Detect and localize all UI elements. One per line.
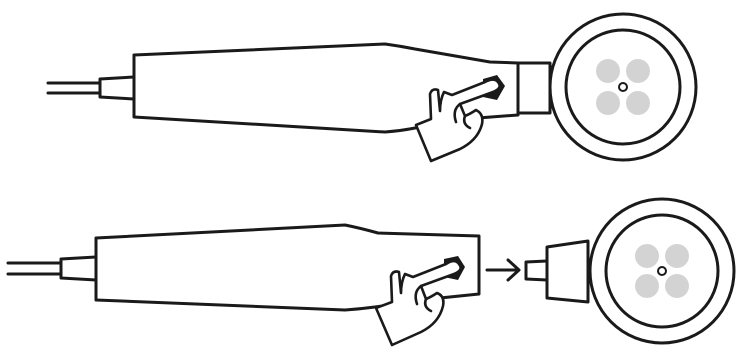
round-head-step-1: [548, 12, 698, 162]
connector-neck-step-1: [516, 61, 552, 115]
cable-step-1: [46, 75, 136, 101]
device-body-step-1: [132, 42, 520, 134]
detached-connector: [524, 239, 590, 304]
step-2-detached: [6, 197, 736, 347]
device-body-step-2: [94, 223, 481, 312]
round-head-step-2: [588, 197, 736, 345]
arrow-right-icon: [485, 258, 521, 282]
hand-pointer-icon-step-2: [374, 256, 465, 347]
hand-pointer-icon: [414, 78, 501, 163]
step-1-attached: [46, 12, 698, 163]
cable-step-2: [6, 255, 98, 282]
